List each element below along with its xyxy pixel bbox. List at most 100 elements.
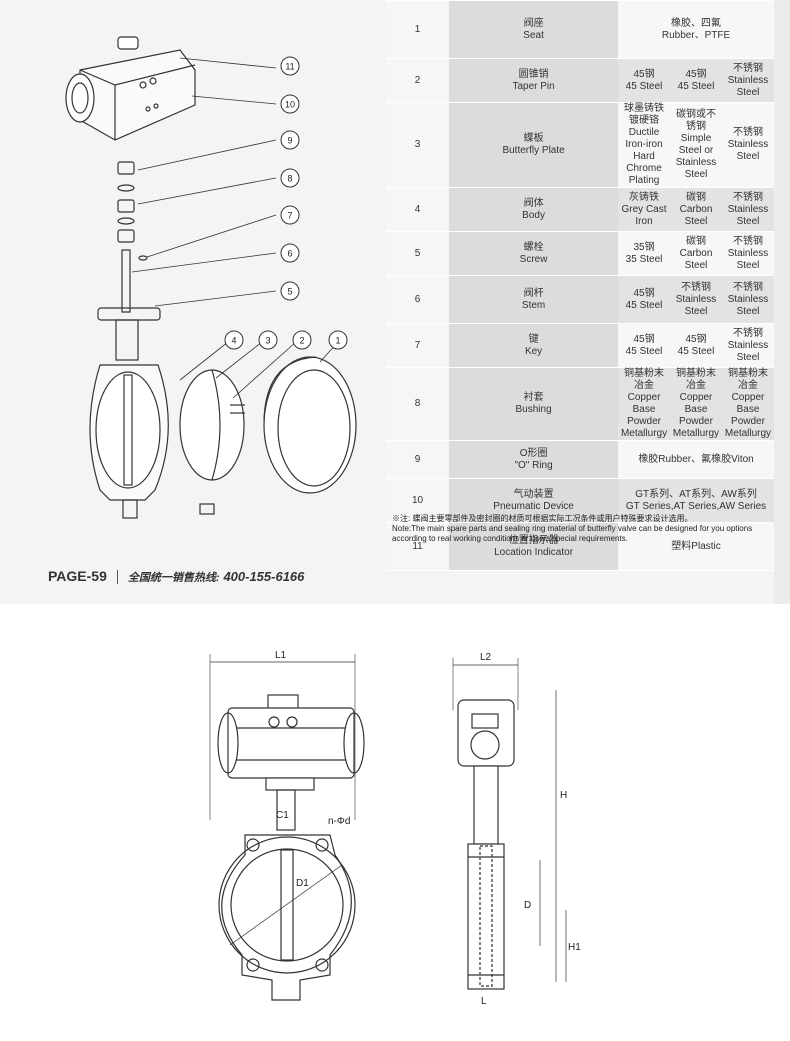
callout-number: 2	[299, 336, 304, 346]
material-en: Stainless Steel	[727, 339, 769, 363]
dim-l: L	[481, 996, 487, 1007]
callout-number: 1	[335, 336, 340, 346]
part-name-cn: 键	[528, 333, 539, 345]
material-cn: 塑料Plastic	[671, 540, 721, 552]
callout-circle	[280, 243, 300, 263]
material-en: Carbon Steel	[679, 247, 713, 271]
material-cn: 不锈钢	[732, 281, 763, 293]
material-en: Stainless Steel	[727, 74, 769, 98]
material-cn: 35钢	[633, 241, 655, 253]
part-name-en: Pneumatic Device	[493, 500, 574, 512]
callout-number: 5	[287, 287, 292, 297]
part-name-en: Taper Pin	[512, 80, 555, 92]
part-number: 2	[386, 58, 450, 103]
material-cn: 45钢	[685, 68, 707, 80]
note-cn: ※注: 蝶阀主要零部件及密封圈的材质可根据实际工况条件或用户特殊要求设计选用。	[392, 514, 693, 523]
material-en: Copper Base Powder Metallurgy	[672, 392, 720, 439]
material-en: Grey Cast Iron	[621, 203, 667, 227]
dim-d: D	[524, 900, 531, 911]
material-en: Stainless Steel	[727, 139, 769, 162]
material-en: 45 Steel	[625, 80, 663, 92]
callout-circle	[280, 168, 300, 188]
part-number: 11	[386, 522, 450, 571]
part-name-en: Body	[522, 209, 545, 221]
callout-circle	[292, 330, 312, 350]
material-cn: 球墨铸铁镀硬铬	[624, 103, 665, 126]
material-en: Carbon Steel	[679, 203, 713, 227]
material-cn: 碳钢	[686, 191, 706, 203]
part-name-en: Screw	[519, 253, 548, 265]
part-name-en: Key	[524, 345, 543, 357]
material-cn: 铜基粉末冶金	[676, 368, 716, 391]
callout-circle	[328, 330, 348, 350]
callout-number: 4	[231, 336, 236, 346]
part-number: 8	[386, 367, 450, 441]
part-name-en: Bushing	[515, 404, 552, 415]
part-name-en: Stem	[521, 299, 546, 311]
part-name-en: Butterfly Plate	[502, 145, 565, 156]
part-name-en: Location Indicator	[494, 546, 574, 558]
footer-divider	[116, 570, 118, 585]
part-name-cn: 阀杆	[523, 287, 544, 299]
part-number: 7	[386, 323, 450, 368]
callout-circle	[280, 130, 300, 150]
part-number: 5	[386, 231, 450, 276]
material-cell: 橡胶Rubber、氟橡胶Viton	[618, 440, 774, 479]
part-number: 4	[386, 187, 450, 232]
callout-number: 10	[285, 100, 295, 110]
material-en: Stainless Steel	[727, 293, 769, 317]
hotline-phone: 400-155-6166	[223, 569, 305, 584]
material-note: ※注: 蝶阀主要零部件及密封圈的材质可根据实际工况条件或用户特殊要求设计选用。 …	[392, 514, 768, 544]
material-cn: 45钢	[685, 333, 707, 345]
callout-circle	[280, 56, 300, 76]
material-en: 45 Steel	[625, 299, 663, 311]
material-cn: 碳钢或不锈钢	[676, 109, 716, 132]
callout-number: 7	[287, 211, 292, 221]
part-name-cn: 圆锥销	[518, 68, 549, 80]
callout-number: 3	[265, 336, 270, 346]
part-name: O形圈"O" Ring	[449, 440, 619, 479]
material-en: 45 Steel	[677, 80, 715, 92]
callout-circle	[258, 330, 278, 350]
part-name-cn: 气动装置	[513, 488, 554, 500]
dim-l1: L1	[275, 650, 287, 661]
note-en: Note:The main spare parts and sealing ri…	[392, 524, 753, 543]
material-en: Stainless Steel	[727, 203, 769, 227]
callout-circle	[280, 205, 300, 225]
material-cn: 不锈钢	[732, 62, 763, 74]
callout-circle	[280, 281, 300, 301]
dim-d1: D1	[296, 878, 309, 889]
material-cn: 45钢	[633, 68, 655, 80]
dim-c1: C1	[276, 810, 289, 821]
callout-circle	[224, 330, 244, 350]
material-cn: 橡胶、四氟	[671, 17, 722, 29]
part-name-cn: 位置指示器	[508, 534, 559, 546]
part-name-cn: 螺栓	[523, 241, 544, 253]
callout-number: 11	[285, 62, 294, 72]
part-number: 9	[386, 440, 450, 479]
page-number: PAGE-59	[48, 568, 107, 584]
part-number: 1	[386, 0, 450, 59]
